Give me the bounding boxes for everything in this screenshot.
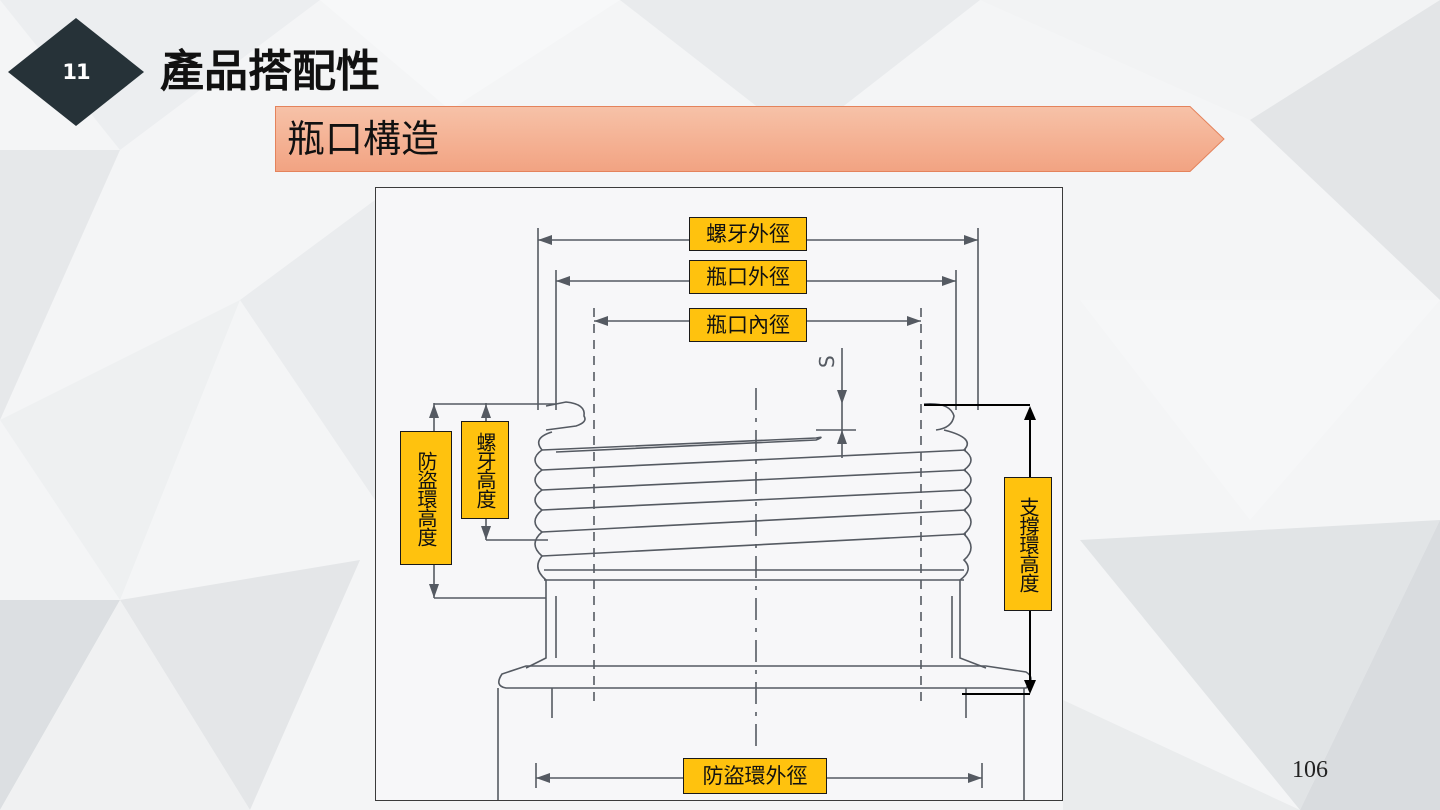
- subtitle-banner: 瓶口構造: [275, 106, 1225, 172]
- label-thread-outer-diameter: 螺牙外徑: [689, 217, 807, 251]
- label-tamper-ring-height: 防盜環高度: [400, 431, 452, 565]
- bottle-neck-diagram: S 螺牙外徑 瓶口外徑 瓶口內徑 防盜環高度 螺牙高度 支撐環高度 防盜環外徑: [375, 187, 1063, 801]
- page-number: 106: [1292, 757, 1328, 783]
- label-bottle-mouth-inner-diameter: 瓶口內徑: [689, 308, 807, 342]
- section-number: 11: [62, 60, 90, 84]
- label-support-ring-height: 支撐環高度: [1004, 477, 1052, 611]
- label-bottle-mouth-outer-diameter: 瓶口外徑: [689, 260, 807, 294]
- bottle-neck-drawing: S: [429, 228, 1036, 800]
- subtitle: 瓶口構造: [287, 117, 440, 161]
- label-thread-height: 螺牙高度: [461, 421, 509, 519]
- s-symbol: S: [815, 355, 839, 368]
- page-title: 產品搭配性: [160, 46, 380, 97]
- label-tamper-ring-outer-diameter: 防盜環外徑: [683, 758, 827, 794]
- section-badge: 11: [8, 18, 144, 126]
